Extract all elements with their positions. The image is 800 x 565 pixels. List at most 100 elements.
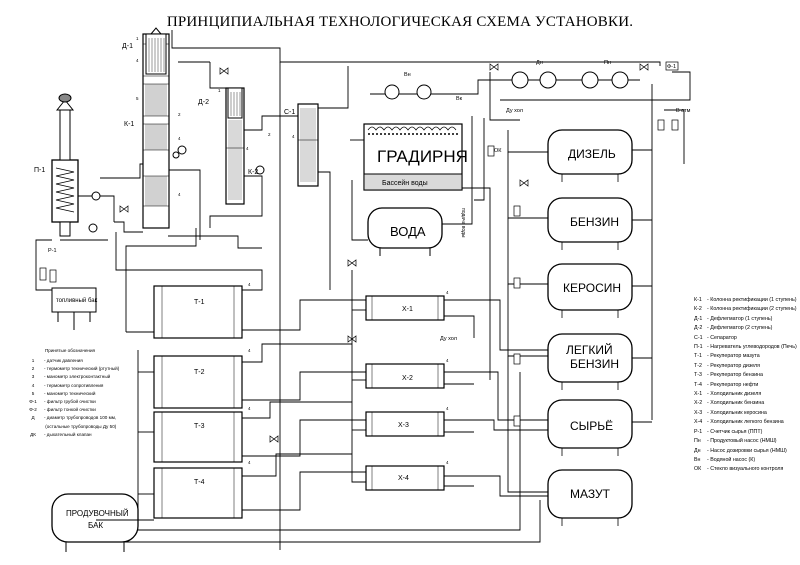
tank-label-diesel: ДИЗЕЛЬ [568,147,616,161]
label-r1: Р-1 [48,248,57,254]
note-symbol: ДК [30,431,36,437]
line-label-atm: В атм [676,108,691,114]
note-item: 2- термометр технический (ртутный) [22,365,137,373]
label-d1: Д-1 [122,43,133,50]
svg-text:4: 4 [248,460,251,465]
note-symbol: 3 [31,374,35,380]
legend-item: К-2- Колонна ректификации (2 ступень) [694,305,798,314]
note-item: 5- манометр технический [22,390,137,398]
heat-exchangers-t [153,285,243,519]
storage-tanks [51,129,633,552]
legend-item: Дн- Насос дозировки сырья (НМШ) [694,447,798,456]
tank-label-purge-2: БАК [88,521,103,530]
legend-code: Т-4 [694,381,702,388]
svg-text:4: 4 [178,136,181,141]
note-item: Ф-2 - фильтр тонкой очистки [22,406,137,414]
tank-label-kerosene: КЕРОСИН [563,281,621,295]
legend-item: ОК- Стекло визуального контроля [694,465,798,474]
svg-text:2: 2 [268,132,271,137]
line-label-vertical: подача воды [460,208,466,238]
legend-code: С-1 [694,334,703,341]
equipment-legend: К-1- Колонна ректификации (1 ступень)К-2… [694,296,798,475]
tank-label-light-2: БЕНЗИН [570,357,619,371]
label-s1: С-1 [284,109,295,116]
tank-label-raw: СЫРЬЁ [570,419,613,433]
legend-text: - Холодильник керосина [707,409,767,416]
legend-text: - Сепаратор [707,334,737,341]
label-dn: Дн [536,60,543,66]
notes-header: Принятые обозначения [44,348,95,353]
note-text: - фильтр грубой очистки [44,399,96,405]
legend-item: К-1- Колонна ректификации (1 ступень) [694,296,798,305]
legend-text: - Холодильник бензина [707,400,765,407]
note-text: - датчик давления [44,358,83,363]
svg-text:4: 4 [178,192,181,197]
legend-item: С-1 - Сепаратор [694,334,798,343]
legend-item: Т-1 - Рекуператор мазута [694,352,798,361]
cooling-tower [363,123,463,191]
tank-label-fuel-oil: МАЗУТ [570,487,611,501]
svg-text:1: 1 [218,88,221,93]
legend-item: Х-1- Холодильник дизеля [694,390,798,399]
note-item: (остальные трубопроводы Ду 50) [22,423,137,431]
note-symbol: Ф-2 [29,407,37,413]
legend-text: - Рекуператор мазута [707,353,760,360]
svg-text:4: 4 [446,460,449,465]
legend-code: Т-1 [694,353,702,360]
legend-text: - Дефлегматор (2 ступень) [707,325,773,332]
note-symbol: 5 [31,390,35,396]
svg-text:4: 4 [248,348,251,353]
legend-item: Д-2- Дефлегматор (2 ступень) [694,324,798,333]
label-k2: К-2 [248,169,258,176]
legend-text: - Дефлегматор (1 ступень) [707,315,773,322]
label-pn: Пн [604,60,611,66]
label-f1: Ф-1 [667,64,676,70]
note-text: - термометр технический (ртутный) [44,366,120,372]
note-text: - манометр электроконтактный [44,374,111,380]
legend-item: Вн - Водяной насос (К) [694,456,798,465]
legend-text: - Колонна ректификации (2 ступень) [707,306,797,313]
note-text: - термометр сопротивления [44,382,104,388]
label-x3: Х-3 [398,422,409,429]
svg-text:1: 1 [136,36,139,41]
legend-item: Х-2- Холодильник бензина [694,399,798,408]
note-item: 1- датчик давления [22,357,137,365]
legend-code: Дн [694,447,701,454]
scheme-labels: ГРАДИРНЯ Бассейн воды ВОДА ДИЗЕЛЬ БЕНЗИН… [34,36,691,530]
svg-text:4: 4 [446,406,449,411]
label-x4: Х-4 [398,475,409,482]
note-symbol: Д [31,415,35,421]
note-symbol: 4 [31,382,35,388]
note-item: 3 - манометр электроконтактный [22,373,137,381]
legend-code: Вн [694,456,701,463]
label-t2: Т-2 [194,369,205,376]
column-k1 [142,27,170,229]
legend-code: Д-1 [694,315,703,322]
cooling-tower-basin: Бассейн воды [382,179,428,187]
tank-label-fuel: топливный бак [56,297,98,304]
legend-text: - Холодильник легкого бензина [707,419,784,426]
svg-text:4: 4 [446,290,449,295]
note-text: - фильтр тонкой очистки [44,407,96,413]
pumps [88,71,629,233]
coolers-x [365,295,445,491]
legend-text: - Стекло визуального контроля [707,466,784,473]
legend-item: П-1- Нагреватель углеводородов (Печь) [694,343,798,352]
label-x2: Х-2 [402,375,413,382]
label-d2: Д-2 [198,99,209,106]
note-text: (остальные трубопроводы Ду 50) [44,423,117,429]
line-label-du-mid: Ду хол [440,336,457,342]
legend-text: - Рекуператор бензина [707,372,763,379]
diagram-title: ПРИНЦИПИАЛЬНАЯ ТЕХНОЛОГИЧЕСКАЯ СХЕМА УСТ… [166,14,634,30]
separator-c1 [297,103,319,187]
legend-text: - Счетчик сырья (ППТ) [707,428,763,435]
valves-and-gauges [39,61,679,443]
tank-label-light-1: ЛЕГКИЙ [566,342,613,357]
fuel-tank [51,287,97,330]
note-item: 4 - термометр сопротивления [22,382,137,390]
legend-text: - Водяной насос (К) [707,456,756,463]
column-k2 [225,87,245,205]
